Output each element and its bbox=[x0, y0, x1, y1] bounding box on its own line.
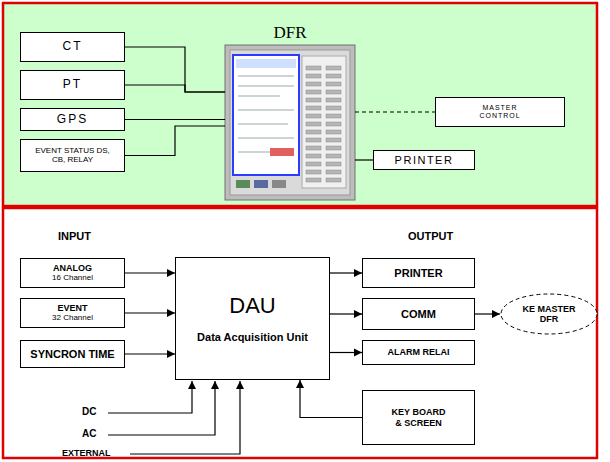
power-label: DC bbox=[82, 406, 96, 417]
node-subtitle: Data Acquisition Unit bbox=[197, 331, 308, 343]
input-box: PT bbox=[20, 70, 125, 100]
output-box: PRINTER bbox=[362, 258, 475, 288]
connector-line bbox=[300, 380, 362, 418]
device-frame bbox=[225, 45, 355, 200]
output-box: ALARM RELAI bbox=[362, 340, 475, 365]
node-title: CT bbox=[63, 40, 83, 53]
connector-line bbox=[330, 352, 362, 353]
input-box: ANALOG16 Channel bbox=[20, 258, 125, 288]
connector-line bbox=[125, 312, 175, 313]
node-title: PRINTER bbox=[394, 267, 442, 279]
connector-line bbox=[125, 126, 225, 156]
node-subtitle: 16 Channel bbox=[52, 274, 93, 283]
connector-line bbox=[355, 111, 435, 112]
screen-line bbox=[238, 86, 294, 87]
external-leader bbox=[130, 381, 240, 454]
ac-leader bbox=[108, 381, 215, 435]
bottom-panel bbox=[3, 208, 597, 458]
input-box: KEY BOARD & SCREEN bbox=[362, 390, 475, 445]
node-title: DFR bbox=[225, 23, 355, 42]
section-heading: OUTPUT bbox=[408, 230, 453, 242]
screen-mark bbox=[270, 148, 294, 156]
node-title: GPS bbox=[57, 113, 88, 126]
output-box: COMM bbox=[362, 298, 475, 330]
remote-ellipse: KE MASTER DFR bbox=[500, 293, 598, 335]
power-label: AC bbox=[82, 428, 96, 439]
section-heading: INPUT bbox=[58, 230, 91, 242]
dc-leader bbox=[108, 381, 192, 413]
remote-box: MASTER CONTROL bbox=[435, 97, 565, 127]
screen-line bbox=[238, 96, 280, 97]
node-title: KE MASTER DFR bbox=[516, 304, 582, 324]
node-title: KEY BOARD & SCREEN bbox=[388, 407, 450, 427]
device-button bbox=[236, 180, 250, 188]
connector-line bbox=[330, 272, 362, 273]
device-screen bbox=[233, 55, 299, 175]
node-title: MASTER CONTROL bbox=[470, 104, 530, 120]
screen-line bbox=[238, 138, 294, 139]
node-title: PT bbox=[63, 78, 82, 91]
node-title: DAU bbox=[229, 294, 275, 319]
screen-bar bbox=[236, 59, 296, 68]
process-box: DAU Data Acquisition Unit bbox=[175, 257, 330, 380]
connector-line bbox=[125, 47, 225, 92]
connector-line bbox=[125, 85, 225, 92]
node-title: ALARM RELAI bbox=[388, 347, 450, 357]
led-array bbox=[304, 64, 344, 184]
node-subtitle: 32 Channel bbox=[52, 314, 93, 323]
node-title: SYNCRON TIME bbox=[30, 348, 114, 360]
input-box: SYNCRON TIME bbox=[20, 340, 125, 368]
connector-line bbox=[355, 159, 373, 160]
device-button bbox=[254, 180, 268, 188]
input-box: CT bbox=[20, 32, 125, 62]
ellipse-shape bbox=[501, 294, 597, 334]
screen-line bbox=[238, 152, 270, 153]
device-face bbox=[230, 50, 350, 195]
screen-line bbox=[238, 124, 288, 125]
screen-line bbox=[238, 110, 294, 111]
node-title: EVENT bbox=[57, 303, 87, 313]
device-side-panel bbox=[302, 56, 346, 188]
recorder-device: DFR bbox=[225, 45, 355, 200]
input-box: EVENT STATUS DS, CB, RELAY bbox=[20, 139, 125, 172]
node-title: COMM bbox=[401, 308, 436, 320]
connector-line bbox=[125, 119, 225, 120]
screen-line bbox=[238, 76, 294, 77]
input-box: EVENT32 Channel bbox=[20, 298, 125, 328]
power-label: EXTERNAL bbox=[62, 448, 111, 458]
node-title: PRINTER bbox=[395, 154, 454, 166]
connector-line bbox=[475, 313, 500, 314]
output-box: PRINTER bbox=[373, 150, 475, 170]
connector-line bbox=[330, 313, 362, 314]
top-panel bbox=[3, 3, 597, 206]
input-box: GPS bbox=[20, 108, 125, 131]
connector-line bbox=[125, 272, 175, 273]
device-button bbox=[272, 180, 286, 188]
node-title: ANALOG bbox=[53, 263, 92, 273]
node-title: EVENT STATUS DS, CB, RELAY bbox=[35, 147, 111, 165]
connector-line bbox=[125, 353, 175, 354]
